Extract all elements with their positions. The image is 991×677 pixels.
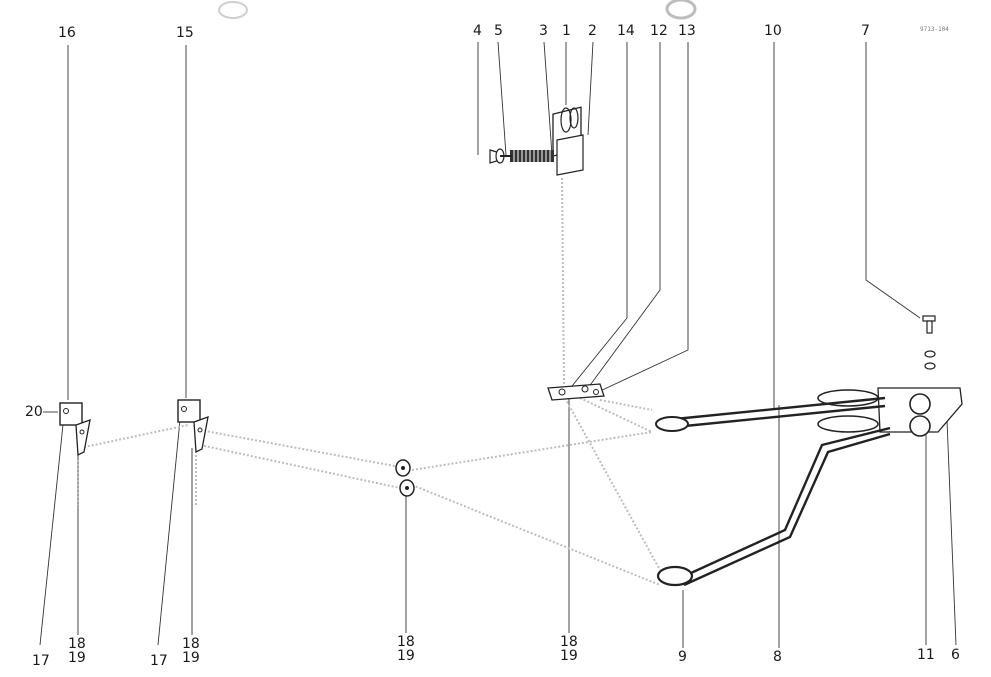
callout-7: 7 bbox=[861, 23, 870, 39]
punch-hole-left bbox=[218, 1, 248, 19]
callout-8: 8 bbox=[773, 649, 782, 665]
bolt-and-washers bbox=[922, 315, 936, 370]
punch-hole-right bbox=[665, 0, 697, 20]
callout-11: 11 bbox=[917, 647, 935, 663]
callout-18-19-second: 18 19 bbox=[182, 636, 200, 666]
callout-18-19-centre: 18 19 bbox=[397, 634, 415, 664]
callout-4: 4 bbox=[473, 23, 482, 39]
cable-adjuster-assembly bbox=[489, 106, 584, 176]
callout-5: 5 bbox=[494, 23, 503, 39]
callout-15: 15 bbox=[176, 25, 194, 41]
pedal-bracket bbox=[817, 387, 963, 437]
rod-eye-lower bbox=[656, 565, 694, 587]
leader-lines bbox=[39, 41, 957, 648]
callout-20: 20 bbox=[25, 404, 43, 420]
rod-eye-upper bbox=[655, 416, 689, 432]
callout-17-second: 17 bbox=[150, 653, 168, 669]
callout-13: 13 bbox=[678, 23, 696, 39]
callout-16: 16 bbox=[58, 25, 76, 41]
callout-9: 9 bbox=[678, 649, 687, 665]
callout-3: 3 bbox=[539, 23, 548, 39]
brake-rods bbox=[664, 396, 891, 587]
callout-1: 1 bbox=[562, 23, 571, 39]
callout-18-19-left: 18 19 bbox=[68, 636, 86, 666]
callout-12: 12 bbox=[650, 23, 668, 39]
callout-10: 10 bbox=[764, 23, 782, 39]
cable-routing-dotted bbox=[77, 177, 661, 586]
centre-clevis bbox=[395, 459, 415, 497]
callout-6: 6 bbox=[951, 647, 960, 663]
callout-2: 2 bbox=[588, 23, 597, 39]
callout-17-left: 17 bbox=[32, 653, 50, 669]
drawing-code: 9713-104 bbox=[920, 26, 949, 33]
callout-14: 14 bbox=[617, 23, 635, 39]
equalizer-bracket bbox=[547, 383, 605, 401]
left-cable-brackets bbox=[59, 399, 209, 457]
callout-18-19-equalizer: 18 19 bbox=[560, 634, 578, 664]
